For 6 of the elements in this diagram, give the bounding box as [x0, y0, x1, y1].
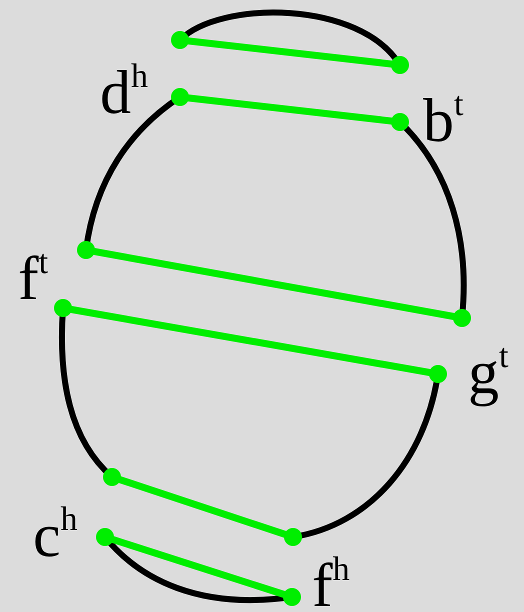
vertex-label: c$^{h}$ — [33, 505, 78, 567]
vertex-label: f$^{h}$ — [312, 555, 350, 612]
vertex-label: d$^{h}$ — [100, 62, 148, 124]
vertex-label: b$^{t}$ — [423, 90, 464, 152]
vertex-label: f$^{t}$ — [18, 248, 48, 310]
vertex-label: g$^{t}$ — [468, 342, 508, 404]
